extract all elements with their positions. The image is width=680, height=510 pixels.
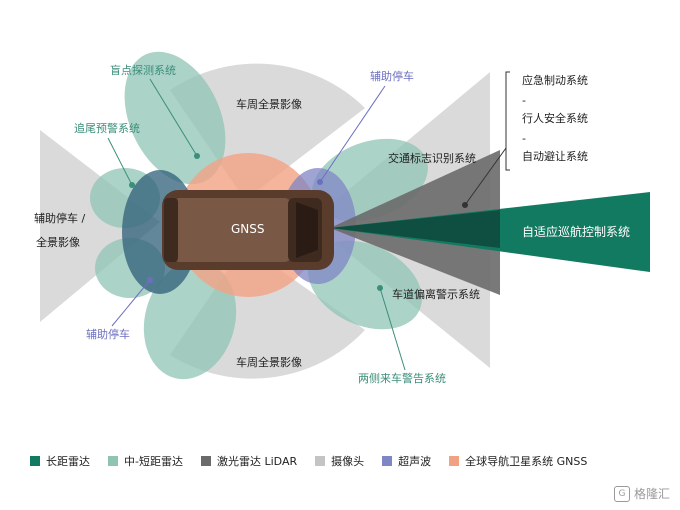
label-surround-bottom: 车周全景影像 [236, 355, 302, 369]
pointer-park-assist-bottom [111, 279, 151, 327]
legend-item-camera: 摄像头 [315, 453, 364, 469]
label-park-assist-bottom: 辅助停车 [86, 327, 130, 341]
label-rear-collision: 追尾预警系统 [74, 121, 140, 135]
bracket-item-emergency-braking: 应急制动系统 [522, 73, 588, 87]
pointer-cross-traffic [379, 287, 406, 371]
dot-blind-spot [194, 153, 200, 159]
legend-swatch [449, 456, 460, 466]
dot-cross-traffic [377, 285, 383, 291]
label-lane-departure: 车道偏离警示系统 [392, 287, 480, 301]
bracket-item-auto-avoidance: 自动避让系统 [522, 149, 588, 163]
label-acc: 自适应巡航控制系统 [522, 224, 630, 239]
mid-radar-lobe-front-left [124, 51, 226, 185]
legend-label: 全球导航卫星系统 GNSS [465, 455, 588, 468]
dot-bracket [462, 202, 468, 208]
watermark-logo-icon: G [613, 485, 630, 502]
label-park-surround-left-1: 辅助停车 / [34, 211, 85, 225]
pointer-bracket [464, 147, 507, 206]
legend-item-lidar: 激光雷达 LiDAR [200, 453, 298, 469]
legend-swatch [30, 456, 40, 466]
watermark-text: 格隆汇 [633, 487, 670, 501]
dot-park-assist-top [317, 179, 323, 185]
camera-rear-cone [40, 130, 160, 322]
pointer-park-assist-top [319, 85, 386, 183]
legend-label: 中-短距雷达 [124, 455, 183, 468]
label-blind-spot: 盲点探测系统 [110, 63, 176, 77]
legend-swatch [108, 456, 118, 466]
legend-label: 长距雷达 [46, 455, 90, 468]
legend-item-mid-short-radar: 中-短距雷达 [108, 453, 183, 469]
legend-label: 摄像头 [331, 455, 365, 468]
legend-swatch [315, 456, 326, 466]
legend-label: 超声波 [398, 455, 432, 468]
bracket-separator-2: - [522, 132, 526, 145]
long-range-radar-core [330, 210, 500, 248]
legend-item-ultrasonic: 超声波 [382, 453, 431, 469]
label-traffic-sign: 交通标志识别系统 [388, 151, 476, 165]
legend-swatch [382, 456, 393, 466]
label-cross-traffic: 两侧来车警告系统 [358, 371, 446, 385]
label-park-surround-left-2: 全景影像 [36, 235, 80, 249]
bracket-item-pedestrian-safety: 行人安全系统 [522, 111, 588, 125]
car-top-view [162, 190, 334, 270]
label-gnss: GNSS [231, 222, 265, 236]
label-surround-top: 车周全景影像 [236, 97, 302, 111]
watermark: G 格隆汇 [613, 485, 670, 502]
label-park-assist-top: 辅助停车 [370, 69, 414, 83]
pointer-rear-collision [107, 137, 133, 186]
legend-label: 激光雷达 LiDAR [216, 455, 298, 468]
legend-item-long-range-radar: 长距雷达 [30, 453, 90, 469]
camera-top-fan [170, 63, 365, 200]
dot-rear-collision [129, 182, 135, 188]
dot-park-assist-bottom [147, 277, 153, 283]
pointer-blind-spot [149, 78, 198, 157]
bracket-separator-1: - [522, 94, 526, 107]
legend-item-gnss: 全球导航卫星系统 GNSS [449, 453, 587, 469]
bracket [505, 71, 510, 171]
legend-swatch [200, 456, 211, 466]
legend: 长距雷达 中-短距雷达 激光雷达 LiDAR 摄像头 超声波 全球导航卫星系统 … [30, 452, 670, 470]
